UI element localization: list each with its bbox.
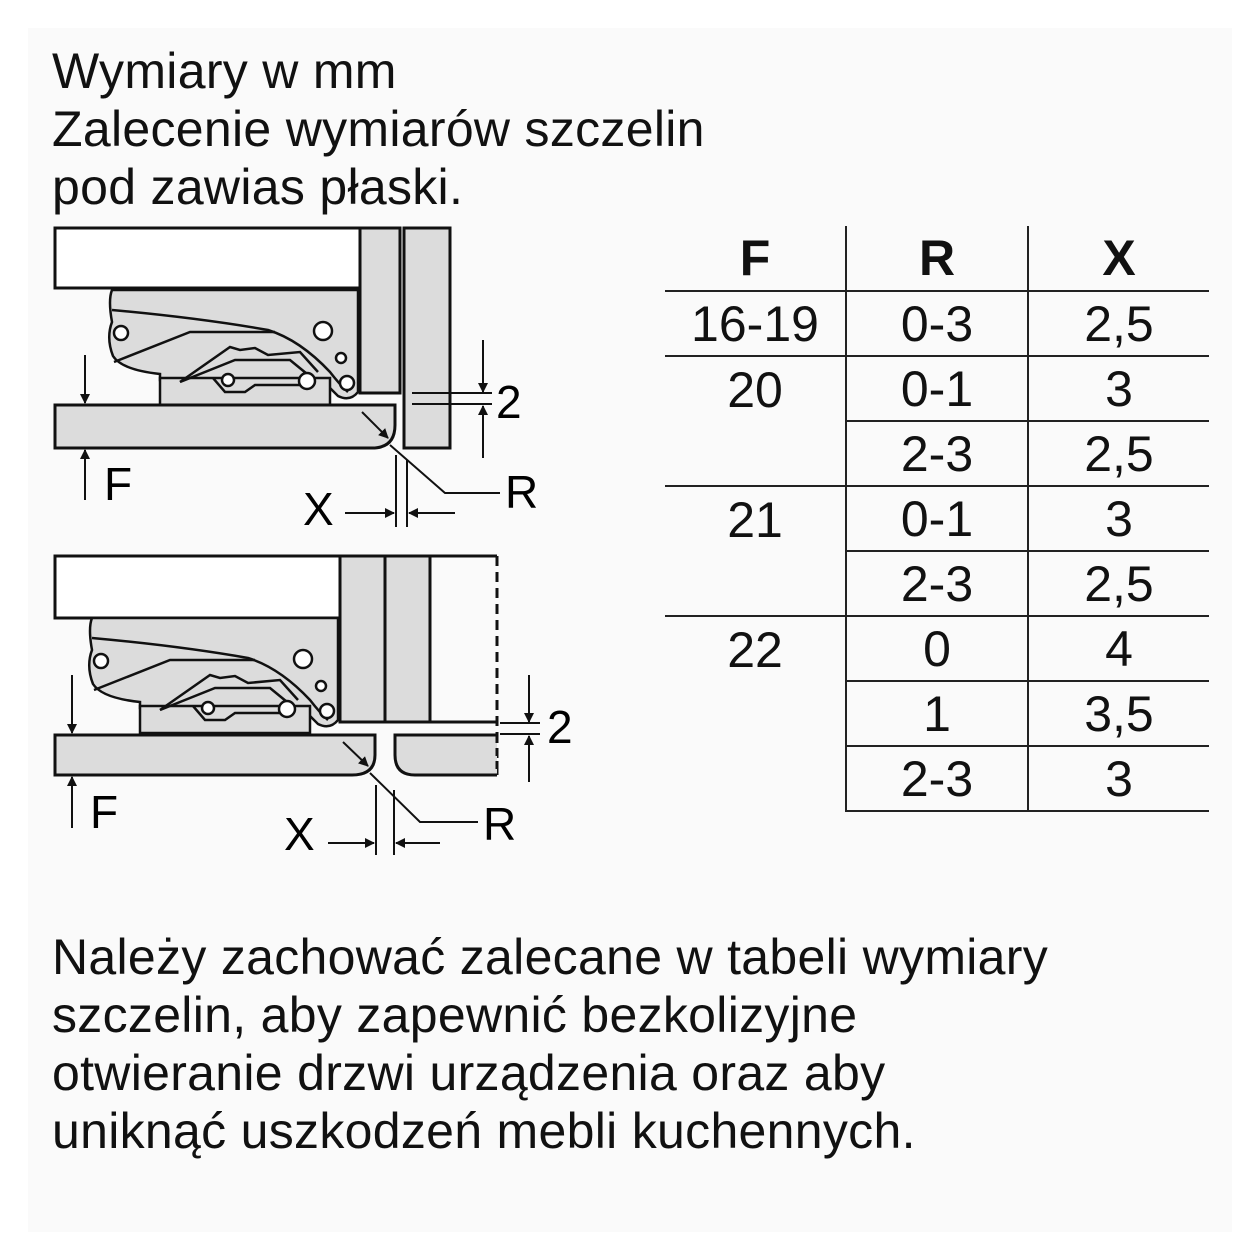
cell-x: 3	[1028, 485, 1209, 551]
table-row: 1 3,5	[665, 680, 1209, 746]
cell-x: 2,5	[1028, 420, 1209, 486]
table-row: 2-3 2,5	[665, 550, 1209, 616]
cell-x: 3	[1028, 355, 1209, 421]
cell-x: 2,5	[1028, 550, 1209, 616]
gap-dimensions-table: F R X 16-19 0-3 2,5 20 0-1 3 2-3 2,5 21	[665, 226, 1209, 812]
header-f: F	[665, 226, 846, 292]
paragraph-line: otwieranie drzwi urządzenia oraz aby	[52, 1045, 886, 1101]
table-row: 16-19 0-3 2,5	[665, 291, 1209, 356]
instruction-paragraph: Należy zachować zalecane w tabeli wymiar…	[52, 928, 1048, 1160]
cell-r: 0-1	[845, 485, 1029, 551]
paragraph-line: uniknąć uszkodzeń mebli kuchennych.	[52, 1103, 916, 1159]
table-row: 21 0-1 3	[665, 485, 1209, 616]
cell-f: 22	[665, 615, 846, 811]
cell-f: 20	[665, 355, 846, 486]
cell-x: 2,5	[1084, 295, 1154, 352]
cell-f: 21	[665, 485, 846, 616]
label-gap: 2	[496, 376, 522, 428]
cell-x: 4	[1028, 615, 1209, 681]
table-row: 22 0 4	[665, 615, 1209, 811]
paragraph-line: szczelin, aby zapewnić bezkolizyjne	[52, 987, 858, 1043]
header-r: R	[845, 226, 1029, 292]
label-r: R	[505, 466, 538, 518]
label-x: X	[303, 483, 334, 535]
label-f: F	[90, 786, 118, 838]
diagram-overlay-door: F 2 X R	[53, 226, 538, 535]
table-row: 2-3 3	[665, 745, 1209, 812]
cell-r: 1	[845, 680, 1029, 746]
label-r: R	[483, 798, 516, 850]
cell-r: 2-3	[845, 745, 1029, 812]
table-row: 20 0-1 3	[665, 355, 1209, 486]
cell-r: 0	[845, 615, 1029, 681]
cell-r: 2-3	[845, 550, 1029, 616]
cell-r: 2-3	[845, 420, 1029, 486]
header-x: X	[1028, 226, 1209, 292]
title-line: Wymiary w mm	[52, 43, 397, 99]
cell-x: 3,5	[1028, 680, 1209, 746]
title-line: Zalecenie wymiarów szczelin	[52, 101, 705, 157]
label-gap: 2	[547, 701, 573, 753]
label-x: X	[284, 808, 315, 860]
table-row: 2-3 2,5	[665, 420, 1209, 486]
diagram-inset-door: F 2 X R	[53, 554, 573, 860]
cell-r: 0-1	[845, 355, 1029, 421]
paragraph-line: Należy zachować zalecane w tabeli wymiar…	[52, 929, 1049, 985]
cell-r: 0-3	[845, 291, 1029, 356]
title: Wymiary w mm Zalecenie wymiarów szczelin…	[52, 42, 705, 216]
cell-f: 16-19	[691, 295, 819, 352]
label-f: F	[104, 458, 132, 510]
cell-x: 3	[1028, 745, 1209, 812]
title-line: pod zawias płaski.	[52, 159, 464, 215]
